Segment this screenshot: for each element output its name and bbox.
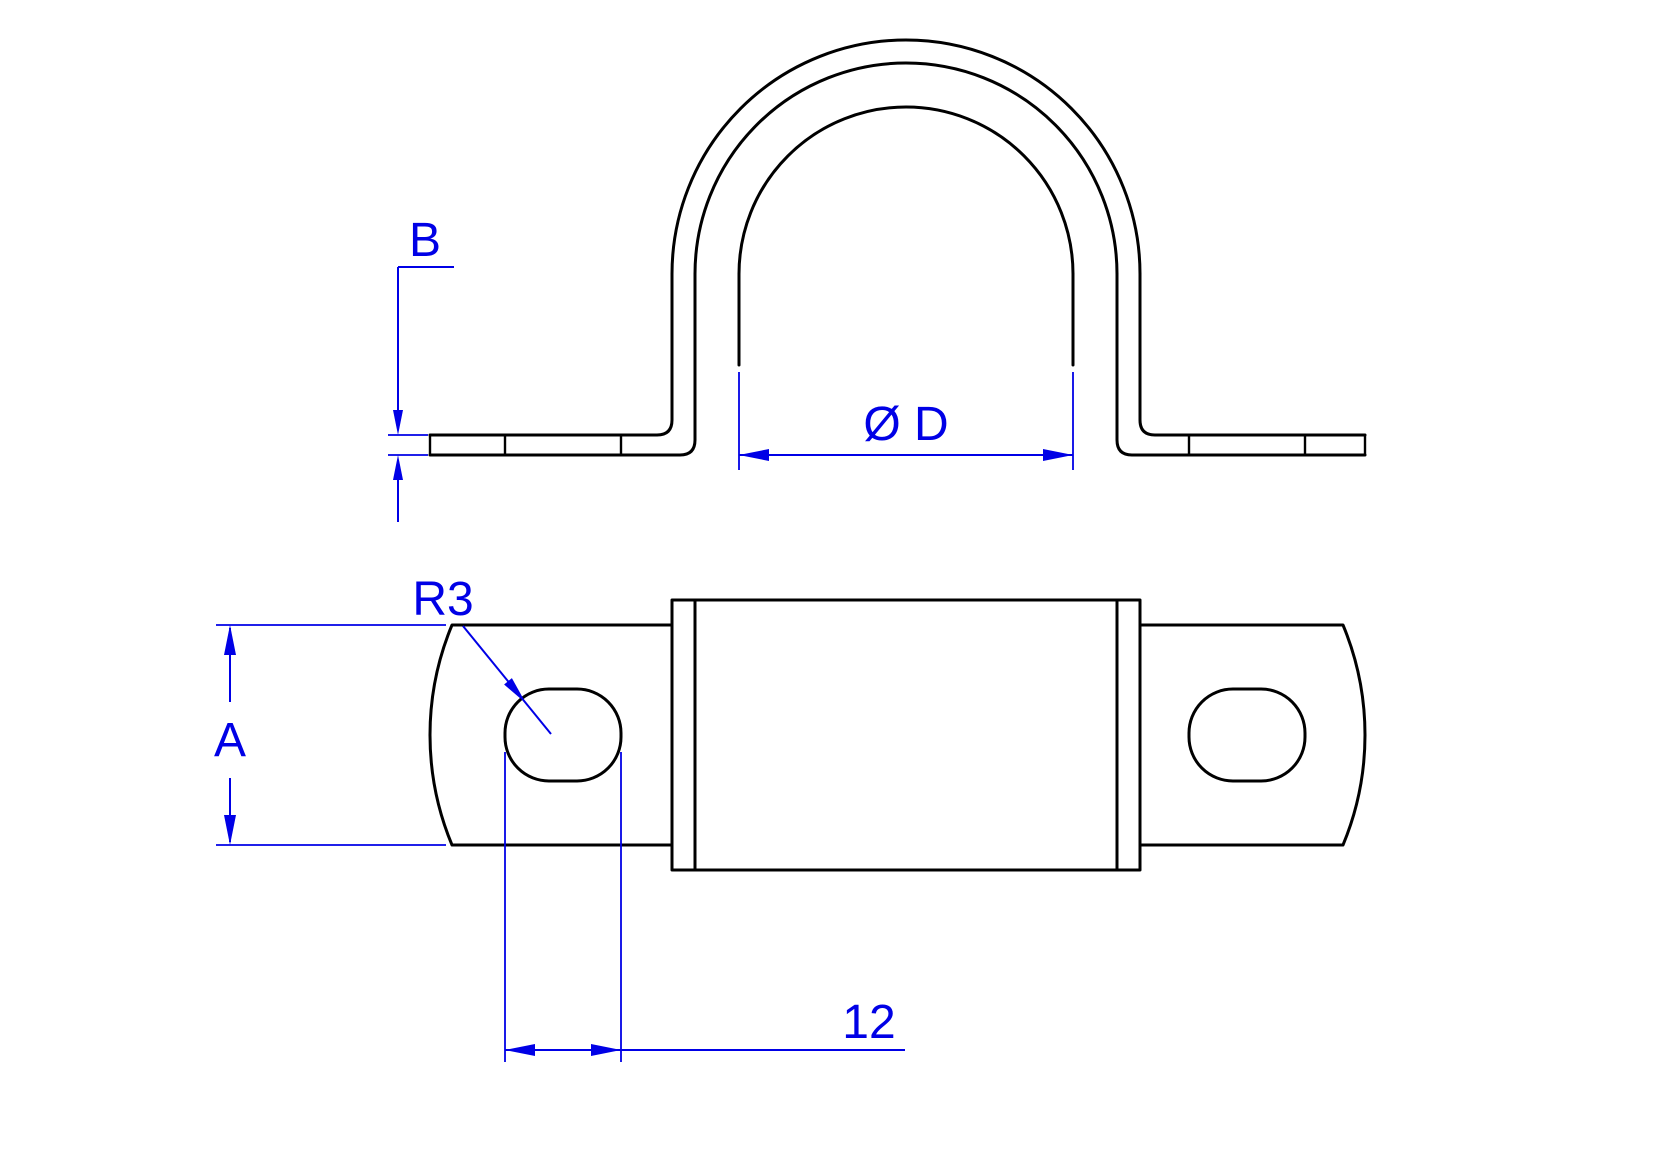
front-view	[428, 38, 1367, 457]
right-mounting-slot	[1187, 687, 1307, 783]
dimension-r3: R3	[412, 573, 552, 735]
dim-r3-arrow	[504, 678, 526, 703]
inner-arch-arc	[737, 105, 1075, 276]
dim-r3-leader	[462, 625, 552, 735]
dim-b-arrow-up	[393, 455, 403, 480]
outer-arch-arc	[670, 38, 1142, 276]
dim-d-label: Ø D	[863, 398, 948, 451]
dim-12-arrow-right	[591, 1044, 621, 1056]
top-view	[428, 598, 1367, 872]
right-leg-inner-and-foot-bottom	[1115, 272, 1367, 457]
strap-left-wing	[428, 623, 674, 847]
dim-12-label: 12	[842, 996, 895, 1049]
dim-b-label: B	[409, 214, 441, 267]
middle-arch-arc	[693, 61, 1119, 276]
saddle-section-rect	[670, 598, 1142, 872]
dim-d-arrow-right	[1043, 449, 1073, 461]
left-leg-outer-and-foot-top	[428, 272, 674, 437]
dim-d-arrow-left	[739, 449, 769, 461]
left-leg-inner-and-foot-bottom	[428, 272, 697, 457]
dimension-a: A	[214, 624, 446, 846]
right-leg-outer-and-foot-top	[1138, 272, 1367, 437]
dim-r3-label: R3	[412, 573, 473, 626]
dimension-12: 12	[504, 752, 905, 1062]
dim-b-arrow-down	[393, 410, 403, 435]
dimension-d: Ø D	[738, 372, 1074, 470]
left-mounting-slot	[503, 687, 623, 783]
dim-a-label: A	[214, 714, 246, 767]
strap-right-wing	[1138, 623, 1367, 847]
dimension-b: B	[388, 214, 454, 522]
dim-a-arrow-up	[224, 625, 236, 655]
dim-12-arrow-left	[505, 1044, 535, 1056]
dim-a-arrow-down	[224, 815, 236, 845]
